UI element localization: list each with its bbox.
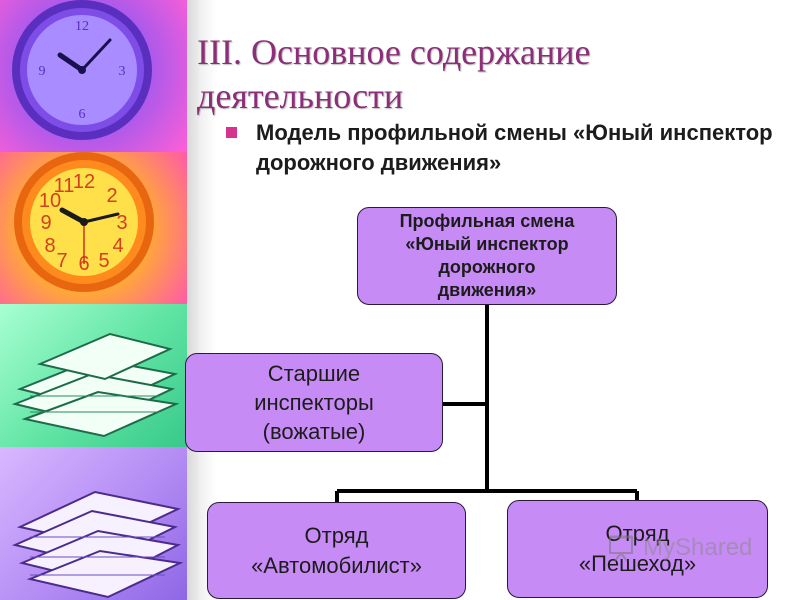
org-node-pedestrian-squad: Отряд «Пешеход» (507, 500, 768, 598)
clock-icon: 12 3 6 9 (12, 0, 152, 140)
purple-clock-panel: 12 3 6 9 (0, 0, 187, 152)
svg-text:8: 8 (44, 235, 55, 257)
svg-text:4: 4 (112, 235, 123, 257)
svg-text:9: 9 (40, 212, 51, 234)
org-node-motorist-squad: Отряд «Автомобилист» (207, 502, 466, 599)
svg-text:2: 2 (106, 185, 117, 207)
strip-shadow (187, 0, 217, 600)
org-node-root-label: Профильная смена «Юный инспектор дорожно… (399, 211, 575, 300)
svg-text:3: 3 (119, 64, 126, 79)
violet-books-panel (0, 447, 187, 600)
org-node-motorist-squad-label: Отряд «Автомобилист» (251, 522, 422, 578)
bullet-marker-icon (226, 127, 237, 138)
svg-text:7: 7 (56, 250, 67, 272)
svg-text:5: 5 (98, 250, 109, 272)
slide-title: III. Основное содержание деятельности (197, 32, 591, 116)
svg-text:10: 10 (39, 190, 61, 212)
green-books-panel (0, 304, 187, 447)
svg-text:6: 6 (79, 107, 86, 122)
bullet-text: Модель профильной смены «Юный инспектор … (256, 120, 773, 175)
org-node-senior-inspectors-label: Старшие инспекторы (вожатые) (254, 361, 374, 444)
svg-text:9: 9 (39, 64, 46, 79)
org-node-senior-inspectors: Старшие инспекторы (вожатые) (185, 353, 443, 452)
org-node-pedestrian-squad-label: Отряд «Пешеход» (578, 521, 697, 576)
svg-text:12: 12 (75, 19, 89, 34)
watermark: MyShared (607, 533, 752, 563)
watermark-text: MyShared (643, 534, 753, 561)
books-icon (11, 490, 184, 599)
presentation-icon (609, 535, 633, 562)
svg-text:11: 11 (54, 175, 75, 197)
org-node-root: Профильная смена «Юный инспектор дорожно… (357, 207, 617, 305)
decorative-image-strip: 12 3 6 9 12 3 6 9 11 2 45 78 10 (0, 0, 187, 600)
svg-text:12: 12 (73, 171, 95, 193)
svg-text:3: 3 (116, 212, 127, 234)
books-icon (11, 332, 180, 438)
